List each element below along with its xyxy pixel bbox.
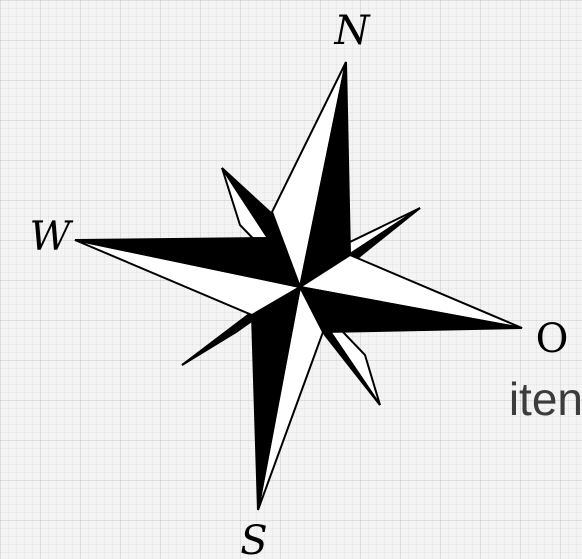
north-label: N <box>334 8 372 54</box>
west-label: W <box>29 214 73 260</box>
east-label: O <box>536 316 569 362</box>
compass-star <box>75 62 522 510</box>
south-label: S <box>240 518 267 559</box>
